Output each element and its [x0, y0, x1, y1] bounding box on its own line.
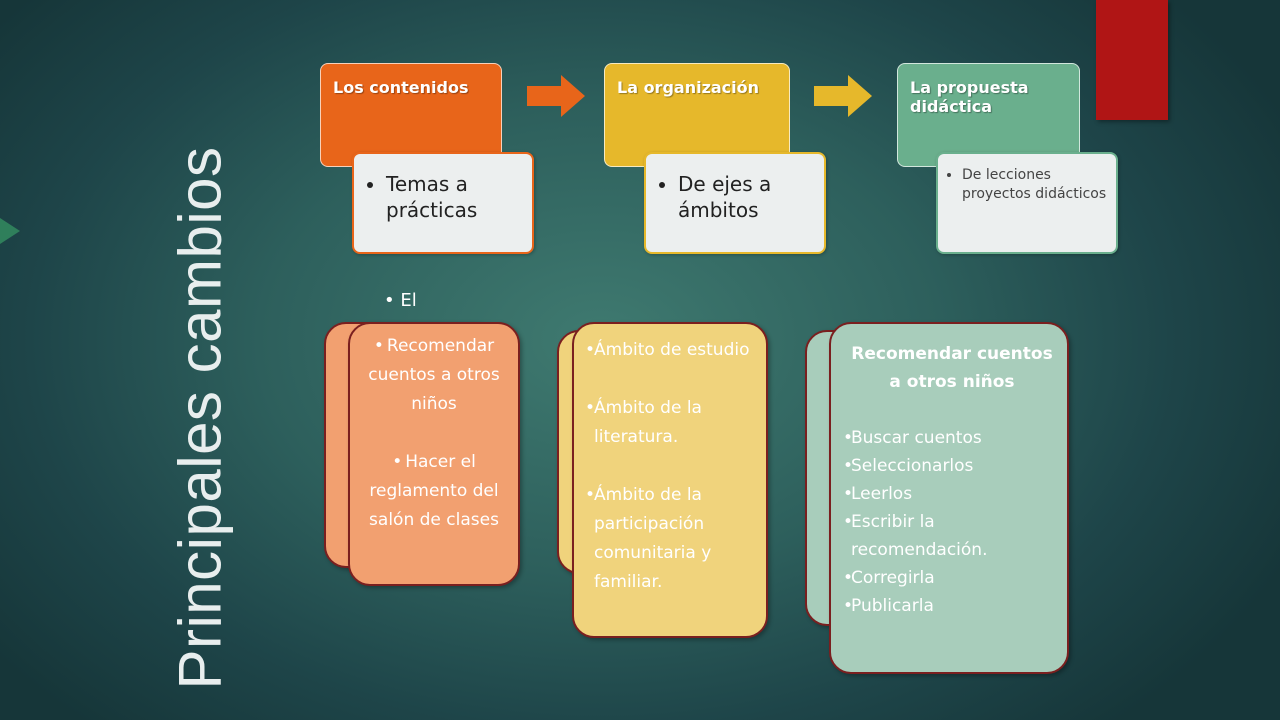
- step-detail-propuesta: De lecciones proyectos didácticos: [936, 152, 1118, 254]
- slide-title: Principales cambios: [166, 146, 234, 690]
- card-item: Seleccionarlos: [843, 452, 1053, 480]
- card-item: Recomendar cuentos a otros niños: [358, 332, 510, 419]
- step-header-label: La organización: [617, 78, 760, 97]
- card-front-sage: Recomendar cuentos a otros niños Buscar …: [829, 322, 1069, 674]
- card-front-sand: Ámbito de estudio Ámbito de la literatur…: [572, 322, 768, 638]
- card-front-salmon: Recomendar cuentos a otros niños Hacer e…: [348, 322, 520, 586]
- card-item: Ámbito de la participación comunitaria y…: [585, 481, 756, 597]
- step-detail-organizacion: De ejes a ámbitos: [644, 152, 826, 254]
- step-header-organizacion: La organización: [604, 63, 790, 167]
- card-item: Hacer el reglamento del salón de clases: [358, 448, 510, 535]
- step-header-label: Los contenidos: [333, 78, 469, 97]
- card-title: Recomendar cuentos a otros niños: [851, 344, 1053, 392]
- card-item: Ámbito de estudio: [585, 336, 756, 365]
- step-detail-text: De ejes a ámbitos: [678, 171, 824, 223]
- right-arrow-icon: [527, 75, 585, 117]
- stray-text: • El: [384, 290, 417, 311]
- step-header-label: La propuesta didáctica: [910, 78, 1029, 116]
- step-header-contenidos: Los contenidos: [320, 63, 502, 167]
- step-header-propuesta: La propuesta didáctica: [897, 63, 1080, 167]
- stray-text-value: El: [400, 290, 417, 311]
- step-detail-contenidos: Temas a prácticas: [352, 152, 534, 254]
- card-item: Ámbito de la literatura.: [585, 394, 756, 452]
- slide-accent-triangle: [0, 218, 20, 244]
- right-arrow-icon: [814, 75, 872, 117]
- card-item: Leerlos: [843, 480, 1053, 508]
- card-item: Buscar cuentos: [843, 424, 1053, 452]
- step-detail-text: Temas a prácticas: [386, 171, 532, 223]
- card-item: Corregirla: [843, 564, 1053, 592]
- step-detail-text: De lecciones proyectos didácticos: [962, 166, 1116, 204]
- card-item: Escribir la recomendación.: [843, 508, 1053, 564]
- red-accent-bar: [1096, 0, 1168, 120]
- card-item: Publicarla: [843, 592, 1053, 620]
